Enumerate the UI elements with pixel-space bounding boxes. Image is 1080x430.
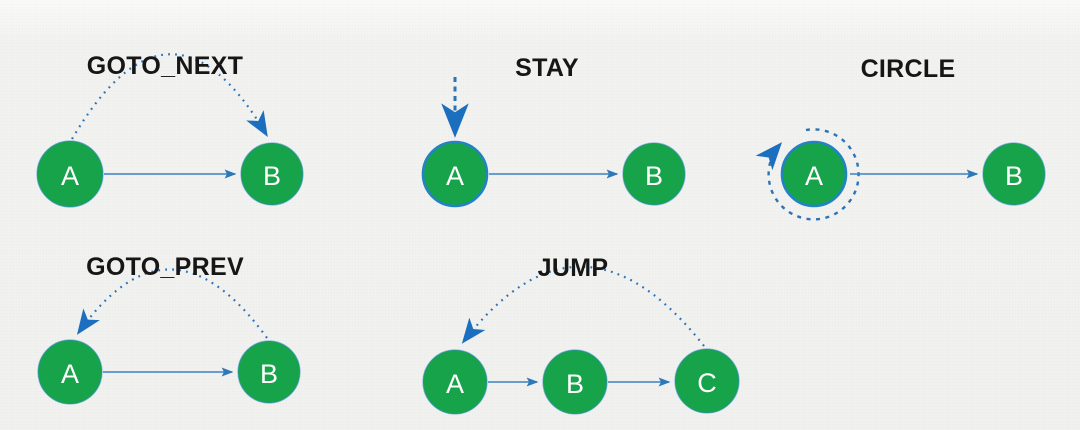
diagram-circle: CIRCLE A B [755, 55, 1046, 221]
goto-next-node-b [240, 142, 304, 206]
circle-node-b [982, 142, 1046, 206]
jump-node-c [674, 348, 740, 414]
stay-node-b-label: B [645, 161, 663, 191]
jump-node-b-label: B [566, 369, 584, 399]
goto-prev-node-a [37, 339, 103, 405]
goto-prev-node-b [237, 340, 301, 404]
goto-prev-node-a-label: A [61, 359, 79, 389]
jump-node-a-label: A [446, 369, 464, 399]
stay-node-b [622, 142, 686, 206]
circle-dashed-loop-arrow-icon [755, 128, 860, 221]
diagram-jump: JUMP A B C [422, 254, 740, 415]
jump-node-a [422, 349, 488, 415]
diagram-goto-next: GOTO_NEXT A B [36, 52, 304, 208]
goto-next-node-a-label: A [61, 161, 79, 191]
stay-node-a-label: A [446, 161, 464, 191]
circle-node-a [780, 140, 848, 208]
jump-node-b [542, 349, 608, 415]
stay-node-a [421, 140, 489, 208]
jump-node-c-label: C [697, 368, 717, 398]
circle-title: CIRCLE [861, 55, 956, 83]
diagram-goto-prev: GOTO_PREV A B [37, 253, 301, 405]
goto-next-dotted-arc-arrow-icon [71, 53, 268, 140]
circle-node-b-label: B [1005, 161, 1023, 191]
goto-next-node-a [36, 140, 104, 208]
circle-node-a-label: A [805, 161, 823, 191]
jump-title: JUMP [538, 254, 609, 282]
diagram-stay: STAY A B [421, 54, 686, 208]
goto-prev-title: GOTO_PREV [86, 253, 244, 281]
stay-title: STAY [515, 54, 579, 82]
goto-next-title: GOTO_NEXT [87, 52, 243, 80]
goto-prev-node-b-label: B [260, 359, 278, 389]
goto-next-node-b-label: B [263, 161, 281, 191]
